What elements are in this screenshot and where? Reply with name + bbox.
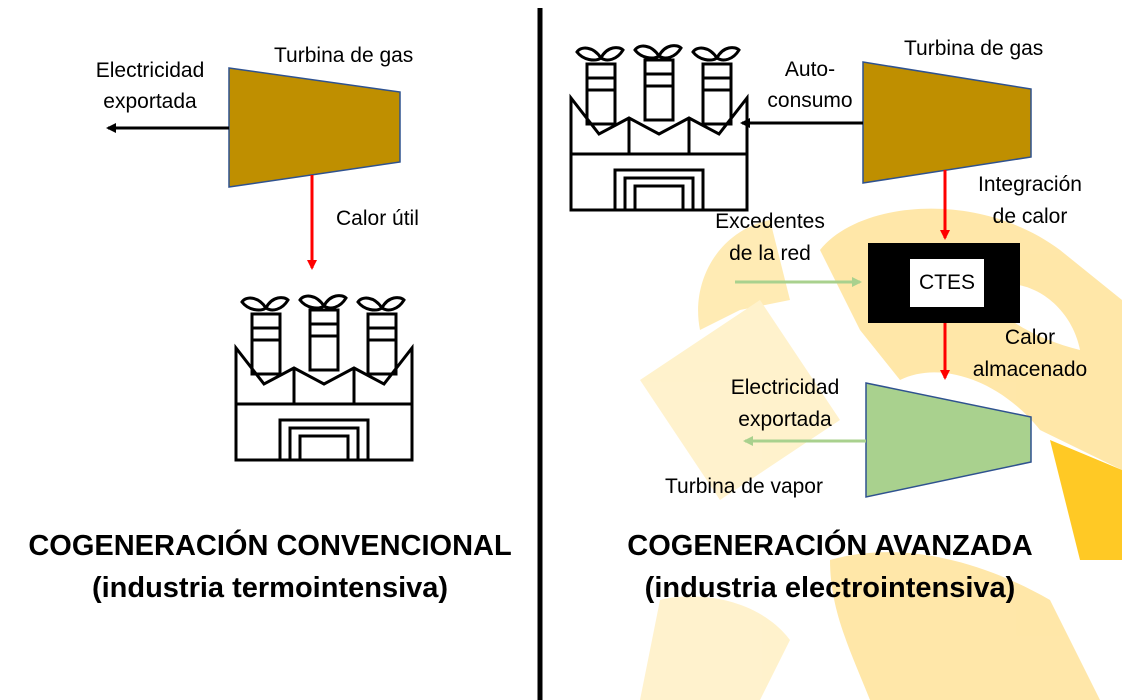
steam-turbine — [865, 382, 1032, 498]
steam-turbine-label: Turbina de vapor — [665, 475, 823, 498]
left-title-2: (industria termointensiva) — [91, 572, 449, 604]
right-export-label-2: exportada — [738, 408, 832, 431]
heat-integration-label-1: Integración — [978, 173, 1082, 196]
right-title-1: COGENERACIÓN AVANZADA — [627, 530, 1033, 562]
right-export-label-1: Electricidad — [730, 376, 840, 399]
self-consumption-label-2: consumo — [767, 89, 853, 112]
left-factory-icon — [234, 294, 414, 462]
grid-surplus-label-1: Excedentes — [715, 210, 825, 233]
ctes-label: CTES — [910, 259, 984, 307]
right-gas-turbine-label: Turbina de gas — [904, 37, 1044, 60]
left-heat-label: Calor útil — [336, 207, 419, 230]
grid-surplus-label-2: de la red — [729, 242, 811, 265]
left-export-label-2: exportada — [103, 90, 197, 113]
right-title-2: (industria electrointensiva) — [644, 572, 1016, 604]
self-consumption-label-1: Auto- — [784, 58, 836, 81]
right-factory-icon — [569, 44, 749, 212]
left-title-1: COGENERACIÓN CONVENCIONAL — [28, 530, 512, 562]
stored-heat-label-1: Calor — [1004, 326, 1056, 349]
heat-integration-label-2: de calor — [992, 205, 1068, 228]
left-export-label-1: Electricidad — [95, 59, 205, 82]
stored-heat-label-2: almacenado — [972, 358, 1088, 381]
right-gas-turbine — [862, 61, 1032, 184]
left-gas-turbine — [228, 67, 401, 188]
left-gas-turbine-label: Turbina de gas — [274, 44, 414, 67]
